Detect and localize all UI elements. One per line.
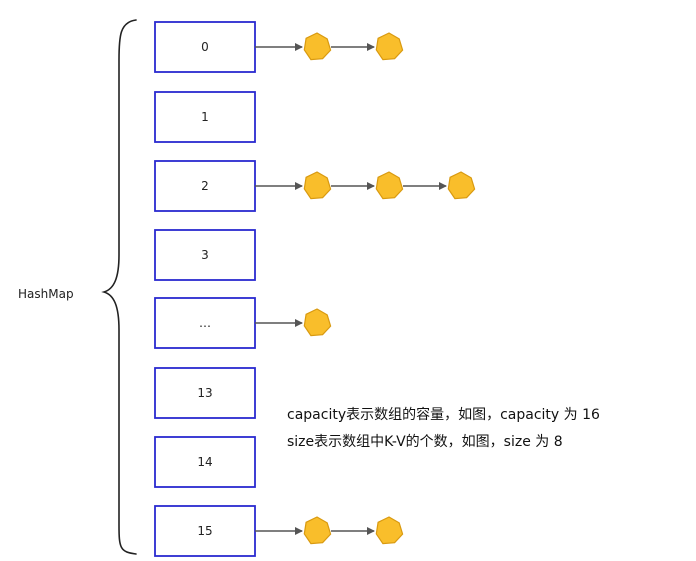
bucket-4: … bbox=[154, 297, 256, 349]
bucket-box bbox=[154, 505, 256, 557]
bucket-6: 14 bbox=[154, 436, 256, 488]
bucket-index-label: … bbox=[199, 316, 211, 330]
bucket-box bbox=[154, 21, 256, 73]
bucket-chains bbox=[255, 32, 476, 545]
bucket-index-label: 0 bbox=[201, 40, 209, 54]
bucket-box bbox=[154, 229, 256, 281]
entry-node bbox=[303, 516, 332, 545]
bucket-index-label: 2 bbox=[201, 179, 209, 193]
bucket-box bbox=[154, 367, 256, 419]
entry-node bbox=[303, 308, 332, 337]
entry-node bbox=[375, 171, 404, 200]
entry-node bbox=[303, 171, 332, 200]
entry-node bbox=[375, 32, 404, 61]
hashmap-label: HashMap bbox=[18, 287, 74, 301]
bucket-box bbox=[154, 297, 256, 349]
bucket-box bbox=[154, 160, 256, 212]
bucket-3: 3 bbox=[154, 229, 256, 281]
size-note: size表示数组中K-V的个数，如图，size 为 8 bbox=[287, 434, 563, 450]
entry-node bbox=[375, 516, 404, 545]
bucket-index-label: 13 bbox=[197, 386, 212, 400]
bucket-index-label: 3 bbox=[201, 248, 209, 262]
entry-node bbox=[303, 32, 332, 61]
bucket-box bbox=[154, 91, 256, 143]
bucket-index-label: 15 bbox=[197, 524, 212, 538]
bucket-index-label: 1 bbox=[201, 110, 209, 124]
bucket-box bbox=[154, 436, 256, 488]
bucket-2: 2 bbox=[154, 160, 256, 212]
bucket-index-label: 14 bbox=[197, 455, 212, 469]
bucket-0: 0 bbox=[154, 21, 256, 73]
capacity-note: capacity表示数组的容量，如图，capacity 为 16 bbox=[287, 406, 600, 423]
hashmap-brace bbox=[101, 19, 137, 555]
bucket-5: 13 bbox=[154, 367, 256, 419]
entry-node bbox=[447, 171, 476, 200]
bucket-7: 15 bbox=[154, 505, 256, 557]
bucket-1: 1 bbox=[154, 91, 256, 143]
bucket-array: 0 1 2 3 … 13 14 15 bbox=[154, 21, 256, 557]
